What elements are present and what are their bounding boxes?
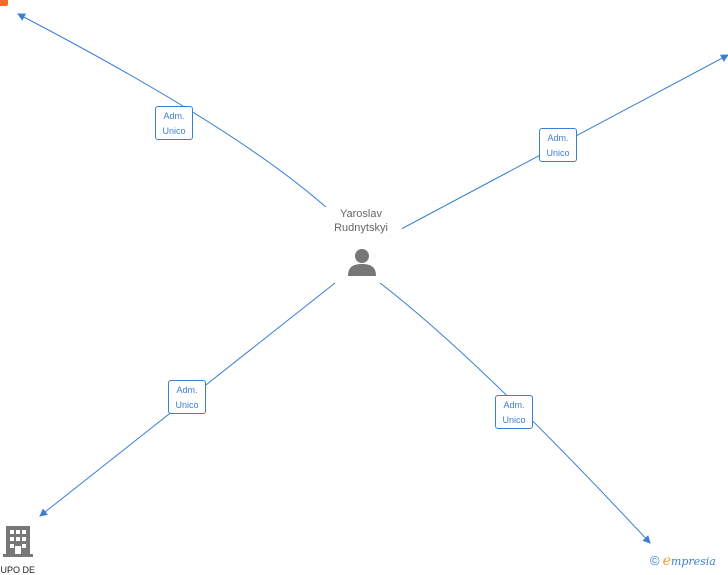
relation-type: Unico — [502, 415, 526, 425]
person-name[interactable]: Yaroslav Rudnytskyi — [320, 207, 402, 235]
person-icon[interactable] — [347, 247, 377, 277]
company-node-partial[interactable] — [0, 0, 8, 6]
person-first-name: Yaroslav — [320, 207, 402, 221]
person-last-name: Rudnytskyi — [320, 221, 402, 235]
brand-logo-text: mpresia — [670, 555, 716, 568]
relation-role: Adm. — [503, 400, 525, 410]
relation-type: Unico — [162, 126, 186, 136]
building-icon[interactable] — [3, 524, 33, 558]
relation-role: Adm. — [547, 133, 569, 143]
brand-logo-initial: e — [662, 553, 671, 569]
company-label[interactable]: RUPO DE — [0, 565, 36, 575]
relation-type: Unico — [546, 148, 570, 158]
relation-label-bottom-left[interactable]: Adm. Unico — [168, 380, 206, 414]
empresia-watermark: ©empresia — [650, 553, 716, 569]
edge-to-bottom-right — [379, 282, 651, 544]
relation-label-bottom-right[interactable]: Adm. Unico — [495, 395, 533, 429]
relation-role: Adm. — [176, 385, 198, 395]
relation-role: Adm. — [163, 111, 185, 121]
relation-label-top-left[interactable]: Adm. Unico — [155, 106, 193, 140]
relation-label-top-right[interactable]: Adm. Unico — [539, 128, 577, 162]
edge-to-top-left — [17, 13, 346, 226]
relation-type: Unico — [175, 400, 199, 410]
copyright-symbol: © — [650, 553, 660, 568]
